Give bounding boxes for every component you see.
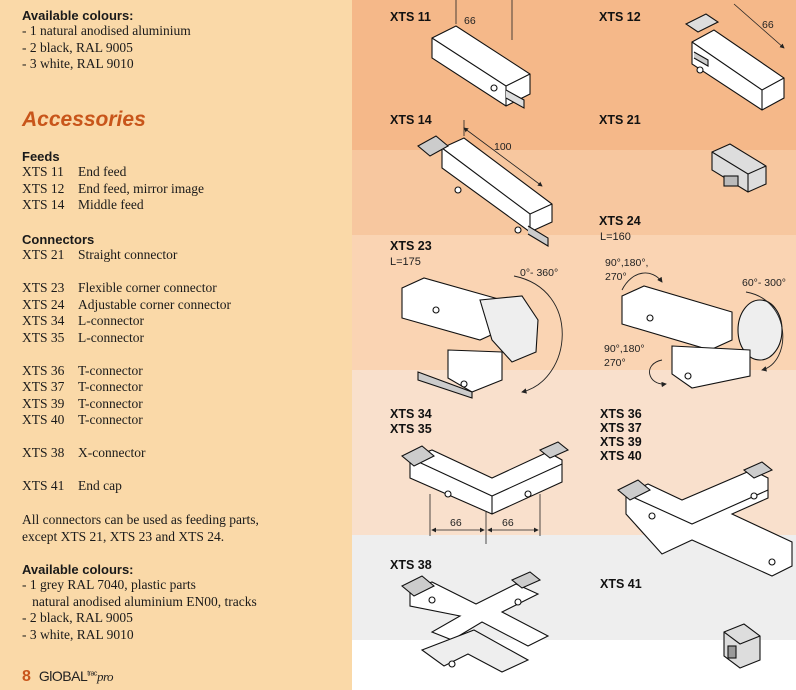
xts24-angle-bottom-1: 90°,180°: [604, 343, 645, 355]
colours-top: Available colours: - 1 natural anodised …: [22, 8, 191, 73]
note-line: All connectors can be used as feeding pa…: [22, 512, 259, 527]
accessories-title: Accessories: [22, 108, 146, 131]
xts41-end-cap-drawing: [723, 623, 761, 669]
left-text-panel: Available colours: - 1 natural anodised …: [0, 0, 352, 690]
label-xts38: XTS 38: [390, 558, 432, 572]
label-xts34: XTS 34: [390, 407, 432, 421]
xts24-length: L=160: [600, 231, 631, 243]
connectors-heading: Connectors: [22, 232, 95, 247]
xts34-dimension-b: 66: [502, 517, 514, 529]
xts23-angle: 0°- 360°: [520, 267, 558, 279]
connectors-note: All connectors can be used as feeding pa…: [22, 512, 259, 545]
xts11-dimension: 66: [464, 15, 476, 27]
colours-top-heading: Available colours:: [22, 8, 134, 23]
colours-top-item: - 3 white, RAL 9010: [22, 56, 134, 71]
label-xts37: XTS 37: [600, 421, 642, 435]
xts23-length: L=175: [390, 256, 421, 268]
xts24-adjustable-corner-drawing: [621, 272, 784, 389]
label-xts12: XTS 12: [599, 10, 641, 24]
xts12-end-feed-mirror-drawing: [684, 3, 785, 111]
colours-bottom-item: - 1 grey RAL 7040, plastic parts: [22, 577, 196, 592]
label-xts35: XTS 35: [390, 422, 432, 436]
xts24-angle-top-2: 270°: [605, 271, 627, 283]
xts12-dimension: 66: [762, 19, 774, 31]
xts24-angle-right: 60°- 300°: [742, 277, 786, 289]
xts14-dimension: 100: [494, 141, 512, 153]
label-xts36: XTS 36: [600, 407, 642, 421]
product-illustrations-panel: XTS 11 XTS 12 XTS 14 XTS 21 XTS 24 L=160…: [352, 0, 796, 690]
xts21-straight-connector-drawing: [711, 143, 767, 193]
label-xts23: XTS 23: [390, 239, 432, 253]
xts36-t-connector-drawing: [617, 461, 793, 577]
xts38-x-connector-drawing: [401, 571, 550, 673]
xts23-flexible-corner-drawing: [401, 275, 563, 399]
colours-top-item: - 2 black, RAL 9005: [22, 39, 133, 55]
xts24-angle-top-1: 90°,180°,: [605, 257, 648, 269]
label-xts39: XTS 39: [600, 435, 642, 449]
label-xts11: XTS 11: [390, 10, 431, 24]
label-xts14: XTS 14: [390, 113, 432, 127]
colours-bottom-heading: Available colours:: [22, 562, 134, 577]
colours-bottom-item: natural anodised aluminium EN00, tracks: [22, 593, 257, 609]
page-number: 8: [22, 668, 31, 685]
colours-bottom: Available colours: - 1 grey RAL 7040, pl…: [22, 562, 257, 643]
page-footer: 8 GlOBALtracpro: [22, 668, 114, 686]
xts14-middle-feed-drawing: [417, 120, 553, 247]
label-xts40: XTS 40: [600, 449, 642, 463]
xts34-dimension-a: 66: [450, 517, 462, 529]
xts11-end-feed-drawing: [431, 0, 531, 109]
label-xts41: XTS 41: [600, 577, 642, 591]
label-xts24: XTS 24: [599, 214, 641, 228]
colours-bottom-item: - 3 white, RAL 9010: [22, 626, 134, 642]
brand-logo: GlOBALtracpro: [38, 668, 114, 684]
note-line: except XTS 21, XTS 23 and XTS 24.: [22, 528, 225, 544]
xts34-l-connector-drawing: [401, 441, 570, 544]
product-drawings: 66 66 100: [401, 0, 793, 673]
label-xts21: XTS 21: [599, 113, 641, 127]
xts24-angle-bottom-2: 270°: [604, 357, 626, 369]
colours-top-item: - 1 natural anodised aluminium: [22, 23, 191, 38]
colours-bottom-item: - 2 black, RAL 9005: [22, 610, 133, 625]
feeds-heading: Feeds: [22, 149, 60, 164]
